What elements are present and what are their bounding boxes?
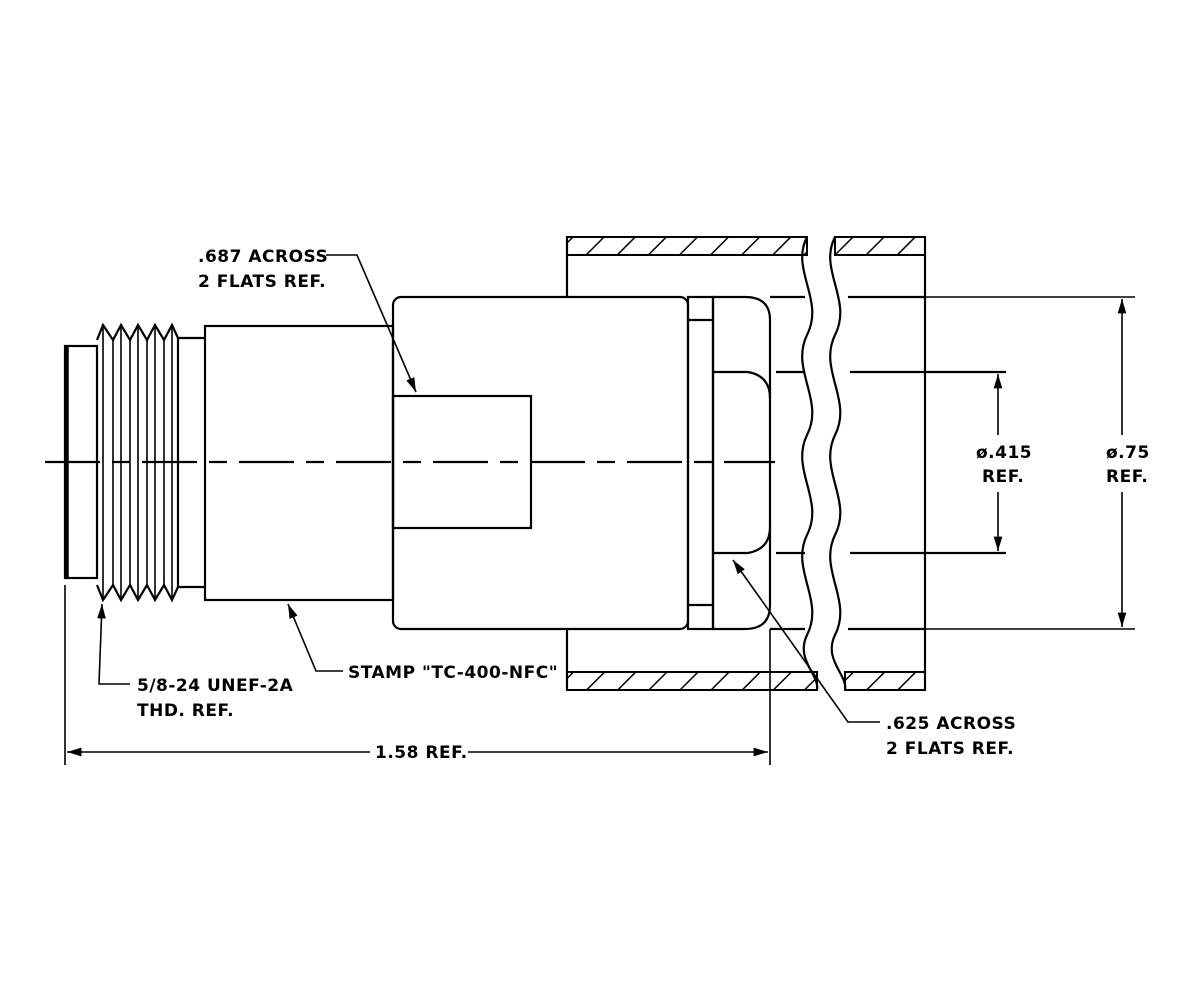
dim-overall-length: 1.58 REF. (67, 743, 768, 763)
callout-hex-large: .687 ACROSS 2 FLATS REF. (198, 247, 417, 393)
hex-small-line2: 2 FLATS REF. (886, 739, 1014, 759)
hex-small-line1: .625 ACROSS (886, 714, 1016, 734)
dim-inner-diameter: ø.415 REF. (976, 374, 1032, 551)
outer-diameter-label-1: ø.75 (1106, 443, 1150, 463)
outer-diameter-label-2: REF. (1106, 467, 1148, 487)
thread-line2: THD. REF. (137, 701, 234, 721)
hex-large-line2: 2 FLATS REF. (198, 272, 326, 292)
overall-length-label: 1.58 REF. (375, 743, 468, 763)
break-line-right (829, 236, 847, 691)
hex-large-line1: .687 ACROSS (198, 247, 328, 267)
inner-diameter-label-2: REF. (982, 467, 1024, 487)
break-line-left (801, 236, 819, 691)
callout-stamp: STAMP "TC-400-NFC" (287, 603, 558, 683)
callout-hex-small: .625 ACROSS 2 FLATS REF. (732, 559, 1016, 759)
cable-sleeve (565, 236, 1006, 691)
callout-thread: 5/8-24 UNEF-2A THD. REF. (97, 603, 294, 721)
stamp-line1: STAMP "TC-400-NFC" (348, 663, 558, 683)
hex-nut-small (711, 295, 772, 631)
thread-line1: 5/8-24 UNEF-2A (137, 676, 294, 696)
inner-diameter-label-1: ø.415 (976, 443, 1032, 463)
dim-outer-diameter: ø.75 REF. (1106, 299, 1150, 627)
